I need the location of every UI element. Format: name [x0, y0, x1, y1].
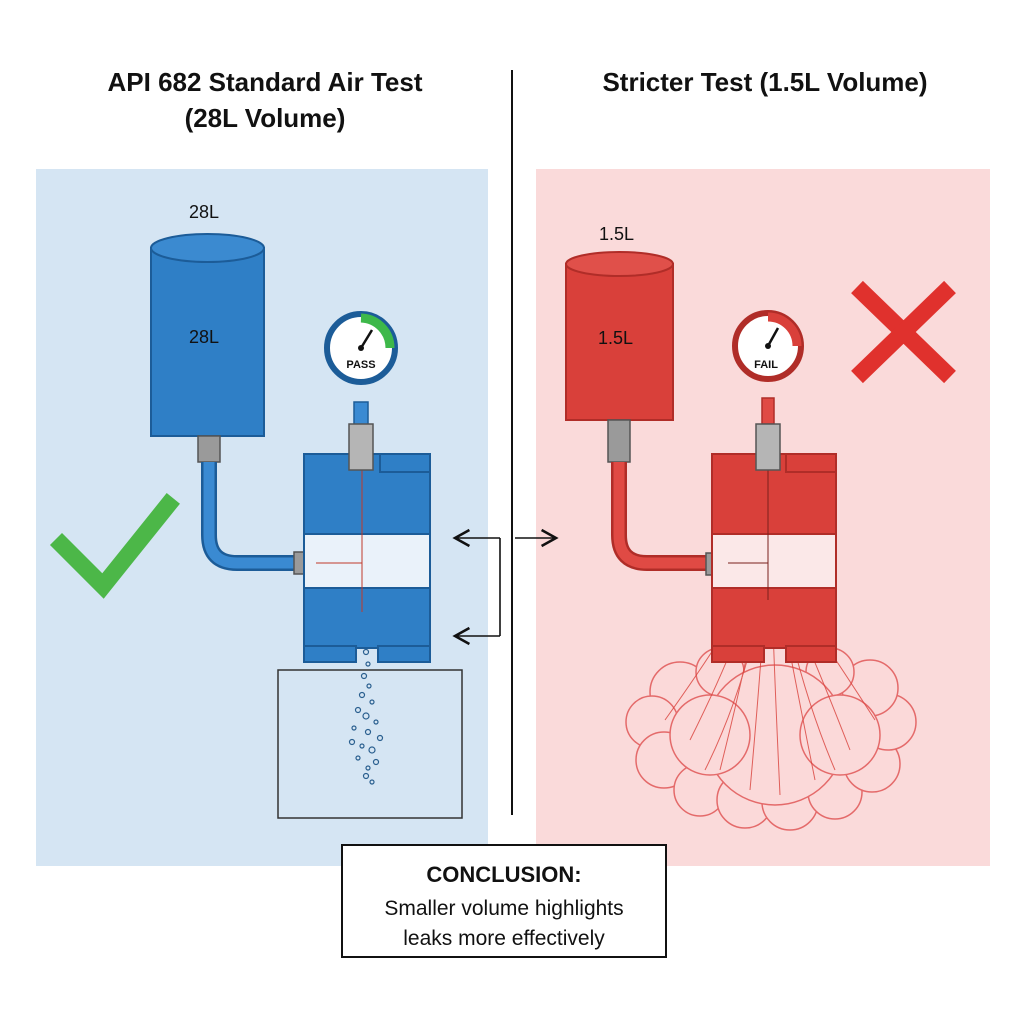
right-vessel — [565, 251, 674, 421]
right-gauge-fitting — [755, 423, 781, 471]
left-pressure-gauge — [324, 311, 398, 385]
water-bath — [277, 669, 463, 819]
right-title: Stricter Test (1.5L Volume) — [540, 64, 990, 100]
right-gauge-stem — [761, 397, 775, 425]
conclusion-line1: Smaller volume highlights — [384, 897, 624, 920]
right-title-text: Stricter Test (1.5L Volume) — [602, 67, 928, 97]
conclusion-box: CONCLUSION: Smaller volume highlights le… — [341, 844, 667, 958]
left-gauge-label: PASS — [346, 359, 375, 371]
leak-cloud — [625, 647, 917, 831]
conclusion-line2: leaks more effectively — [403, 927, 605, 950]
air-bubbles — [348, 648, 384, 785]
left-volume-label-top: 28L — [189, 202, 220, 222]
left-title: API 682 Standard Air Test (28L Volume) — [40, 64, 490, 136]
right-outlet-fitting — [607, 419, 631, 463]
right-pressure-gauge — [732, 310, 804, 382]
left-seal-housing — [303, 453, 431, 663]
checkmark-icon — [49, 493, 180, 599]
conclusion-heading: CONCLUSION: — [426, 862, 582, 887]
cross-icon — [851, 280, 956, 384]
right-seal-housing — [711, 453, 837, 663]
left-title-line2: (28L Volume) — [184, 103, 346, 133]
left-title-line1: API 682 Standard Air Test — [107, 67, 423, 97]
center-divider — [511, 70, 513, 815]
right-volume-label-top: 1.5L — [599, 224, 635, 244]
left-vessel — [150, 233, 265, 437]
left-volume-label-body: 28L — [189, 327, 220, 347]
left-gauge-stem — [353, 401, 369, 427]
leak-path-arrows — [452, 528, 559, 646]
right-hose — [613, 462, 708, 569]
left-hose — [203, 462, 296, 569]
left-outlet-fitting — [197, 435, 221, 463]
left-hose-outline — [201, 462, 296, 571]
right-hose-outline — [611, 462, 708, 571]
left-gauge-fitting — [348, 423, 374, 471]
conclusion-text: Smaller volume highlights leaks more eff… — [343, 894, 665, 954]
right-volume-label-body: 1.5L — [598, 328, 634, 348]
right-gauge-label: FAIL — [754, 359, 778, 371]
